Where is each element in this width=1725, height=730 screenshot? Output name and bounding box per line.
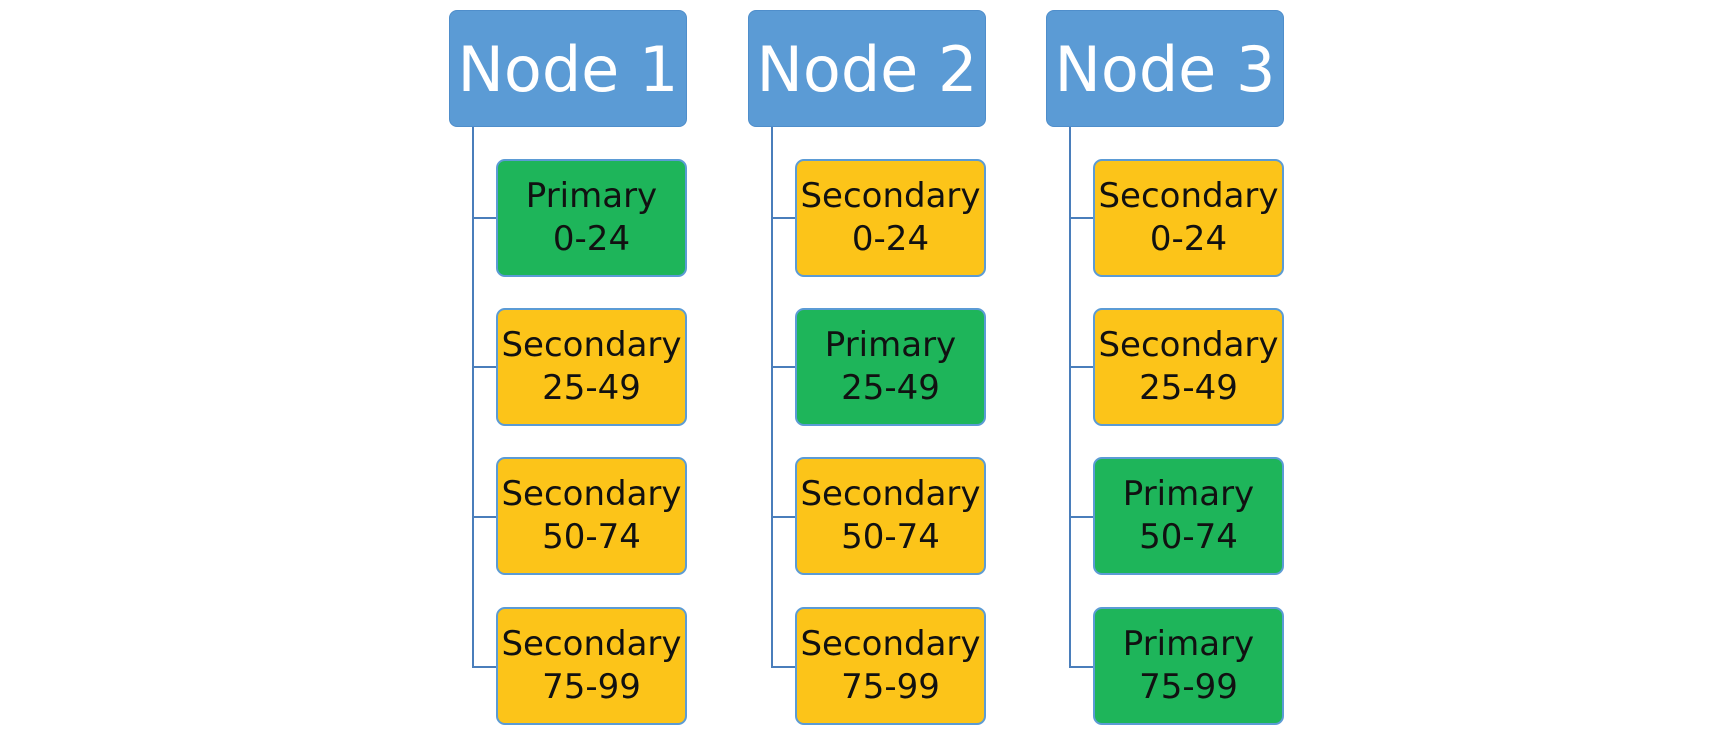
range-box: Secondary 50-74 [795, 457, 986, 575]
range-role: Primary [1122, 624, 1255, 664]
range-box: Secondary 75-99 [496, 607, 687, 725]
range-role: Secondary [501, 325, 682, 365]
range-box: Secondary 50-74 [496, 457, 687, 575]
range-role: Primary [525, 176, 658, 216]
connector-branch [771, 666, 795, 668]
range-box: Secondary 25-49 [1093, 308, 1284, 426]
range-role: Secondary [1098, 325, 1279, 365]
range-value: 25-49 [542, 368, 641, 408]
range-value: 50-74 [841, 517, 940, 557]
range-value: 75-99 [542, 667, 641, 707]
range-box: Secondary 0-24 [795, 159, 986, 277]
connector-branch [472, 516, 496, 518]
range-value: 50-74 [1139, 517, 1238, 557]
range-box: Secondary 75-99 [795, 607, 986, 725]
range-role: Secondary [501, 624, 682, 664]
connector-branch [1069, 516, 1093, 518]
connector-branch [1069, 217, 1093, 219]
connector-branch [1069, 366, 1093, 368]
connector-branch [771, 516, 795, 518]
node-column-3: Node 3 Secondary 0-24 Secondary 25-49 Pr… [1046, 0, 1286, 730]
range-value: 25-49 [841, 368, 940, 408]
node-header: Node 2 [748, 10, 986, 127]
range-value: 0-24 [1149, 219, 1228, 259]
range-value: 0-24 [851, 219, 930, 259]
node-header: Node 1 [449, 10, 687, 127]
node-header: Node 3 [1046, 10, 1284, 127]
range-role: Secondary [800, 624, 981, 664]
connector-trunk [1069, 127, 1071, 667]
connector-branch [472, 366, 496, 368]
range-box: Secondary 0-24 [1093, 159, 1284, 277]
range-box: Secondary 25-49 [496, 308, 687, 426]
range-box: Primary 0-24 [496, 159, 687, 277]
range-value: 25-49 [1139, 368, 1238, 408]
range-box: Primary 50-74 [1093, 457, 1284, 575]
connector-branch [1069, 666, 1093, 668]
range-value: 50-74 [542, 517, 641, 557]
range-role: Primary [824, 325, 957, 365]
connector-branch [771, 366, 795, 368]
node-column-1: Node 1 Primary 0-24 Secondary 25-49 Seco… [449, 0, 689, 730]
connector-trunk [771, 127, 773, 667]
node-column-2: Node 2 Secondary 0-24 Primary 25-49 Seco… [748, 0, 988, 730]
connector-branch [771, 217, 795, 219]
range-role: Secondary [501, 474, 682, 514]
range-role: Secondary [800, 176, 981, 216]
connector-branch [472, 217, 496, 219]
range-value: 75-99 [841, 667, 940, 707]
range-role: Secondary [1098, 176, 1279, 216]
range-role: Secondary [800, 474, 981, 514]
range-value: 75-99 [1139, 667, 1238, 707]
connector-branch [472, 666, 496, 668]
range-box: Primary 25-49 [795, 308, 986, 426]
range-role: Primary [1122, 474, 1255, 514]
range-value: 0-24 [552, 219, 631, 259]
range-box: Primary 75-99 [1093, 607, 1284, 725]
connector-trunk [472, 127, 474, 667]
